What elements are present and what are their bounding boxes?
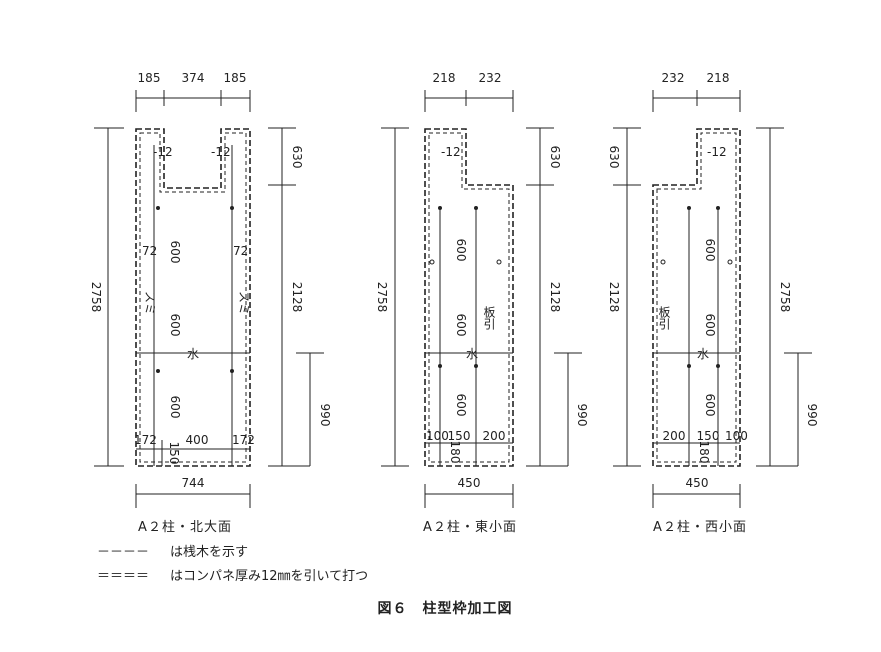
p2-col-dim-600-c: 600 (454, 394, 468, 417)
p3-right-dim-2758: 2758 (778, 282, 792, 313)
p2-right-dim-630: 630 (548, 146, 562, 169)
p3-mizu-label: 水 (697, 347, 709, 361)
p3-left-dim-2128: 2128 (607, 282, 621, 313)
p2-bottom-dim-450: 450 (458, 476, 481, 490)
p1-top-dim-2: 374 (182, 71, 205, 85)
p2-base-dim-150: 150 (448, 429, 471, 443)
p2-col-dim-600-b: 600 (454, 314, 468, 337)
p1-col-dim-600-a: 600 (168, 241, 182, 264)
p1-base-dim-172-right: 172 (232, 433, 255, 447)
p3-left-dim-630: 630 (607, 146, 621, 169)
p1-sumi-right: スミ (237, 291, 251, 315)
legend-symbol-double: ＝＝＝＝ (97, 569, 149, 584)
p2-mizu-label: 水 (466, 347, 478, 361)
p2-base-dim-100: 100 (426, 429, 449, 443)
p3-col-dim-600-b: 600 (703, 314, 717, 337)
p3-right-dim-990: 990 (805, 404, 819, 427)
p1-base-dim-400: 400 (186, 433, 209, 447)
p3-notch-mark: -12 (707, 145, 727, 159)
p1-col-dim-72-left: 72 (142, 244, 157, 258)
p2-right-dim-2128: 2128 (548, 282, 562, 313)
p2-top-dim-2: 232 (479, 71, 502, 85)
p1-caption: A２柱・北大面 (138, 520, 232, 535)
p1-notch-mark-left: -12 (153, 145, 173, 159)
panel-north-face (94, 90, 324, 508)
legend-text-double: はコンパネ厚み12㎜を引いて打つ (170, 569, 368, 584)
p1-col-dim-72-right: 72 (233, 244, 248, 258)
p3-base-dim-150: 150 (697, 429, 720, 443)
p3-base-dim-180: 180 (697, 441, 711, 464)
p3-top-dim-2: 218 (707, 71, 730, 85)
p3-bottom-dim-450: 450 (686, 476, 709, 490)
p1-col-dim-600-b: 600 (168, 314, 182, 337)
p2-left-dim-2758: 2758 (375, 282, 389, 313)
p1-sumi-left: スミ (143, 291, 157, 315)
p1-top-dim-3: 185 (224, 71, 247, 85)
p2-top-dim-1: 218 (433, 71, 456, 85)
p1-right-dim-990: 990 (318, 404, 332, 427)
p3-top-dim-1: 232 (662, 71, 685, 85)
panel-east-face (381, 90, 582, 508)
p1-base-dim-150: 150 (167, 442, 181, 465)
p3-itabiki: 板引 (657, 306, 671, 330)
p3-col-dim-600-a: 600 (703, 239, 717, 262)
p2-itabiki: 板引 (482, 306, 496, 330)
p1-notch-mark-right: -12 (211, 145, 231, 159)
p3-col-dim-600-c: 600 (703, 394, 717, 417)
legend-text-dashed: は桟木を示す (170, 545, 248, 560)
panel-west-face (613, 90, 812, 508)
p2-notch-mark: -12 (441, 145, 461, 159)
p2-base-dim-180: 180 (448, 441, 462, 464)
p1-left-dim-2758: 2758 (89, 282, 103, 313)
p1-mizu-label: 水 (187, 347, 199, 361)
p3-caption: A２柱・西小面 (653, 520, 747, 535)
p1-top-dim-1: 185 (138, 71, 161, 85)
p3-base-dim-200: 200 (663, 429, 686, 443)
p2-right-dim-990: 990 (575, 404, 589, 427)
figure-title: 図６ 柱型枠加工図 (378, 600, 513, 617)
p1-right-dim-630: 630 (290, 146, 304, 169)
p1-right-dim-2128: 2128 (290, 282, 304, 313)
p3-base-dim-100: 100 (725, 429, 748, 443)
p2-caption: A２柱・東小面 (423, 519, 517, 535)
p2-base-dim-200: 200 (483, 429, 506, 443)
p1-base-dim-172-left: 172 (134, 433, 157, 447)
legend-symbol-dashed: －－－－ (97, 545, 149, 560)
p2-col-dim-600-a: 600 (454, 239, 468, 262)
p1-col-dim-600-c: 600 (168, 396, 182, 419)
p1-bottom-dim-744: 744 (182, 476, 205, 490)
